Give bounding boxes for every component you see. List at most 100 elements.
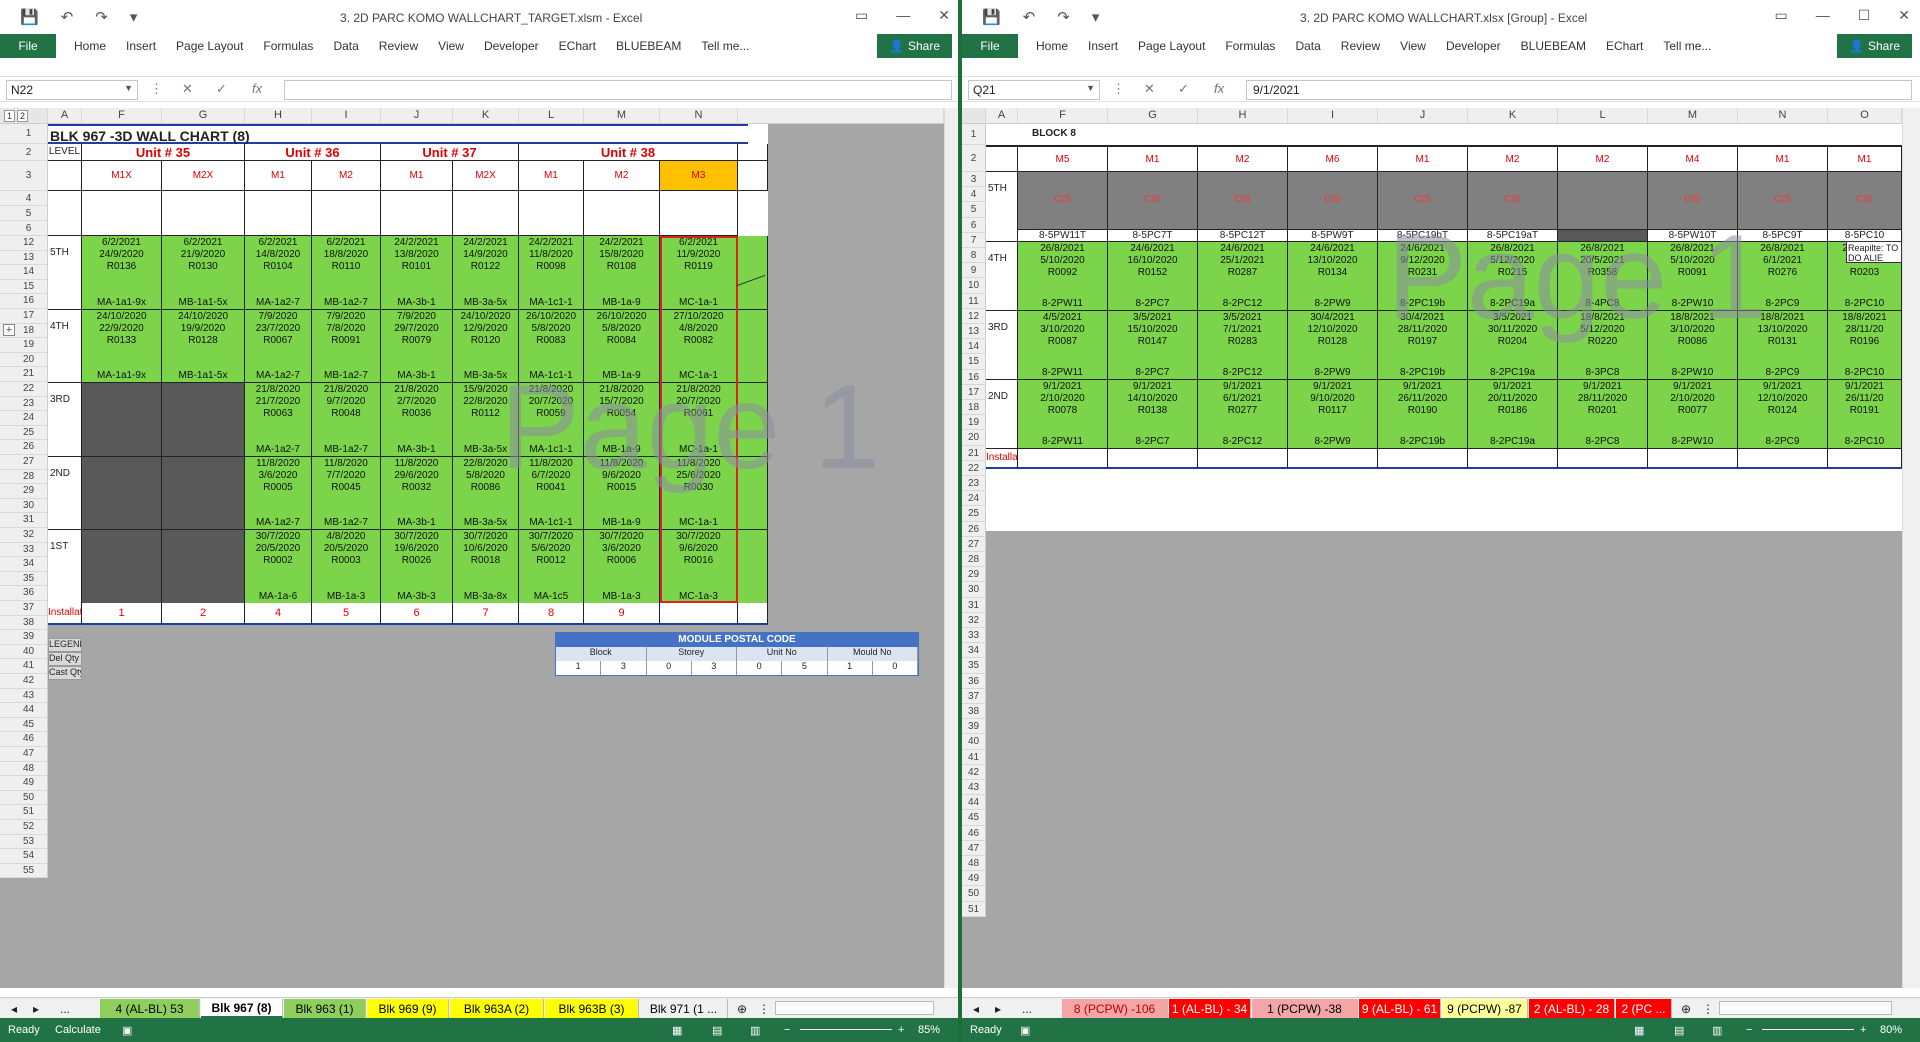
row-header-20[interactable]: 20 bbox=[962, 430, 986, 446]
sheet-tab[interactable]: 1 (AL-BL) - 34 bbox=[1169, 999, 1251, 1018]
column-header-M[interactable]: M bbox=[1648, 108, 1738, 124]
column-header-L[interactable]: L bbox=[1558, 108, 1648, 124]
ribbon-tab-home[interactable]: Home bbox=[1036, 39, 1069, 53]
sheet-tab[interactable]: 9 (AL-BL) - 61 bbox=[1359, 999, 1441, 1018]
row-header-50[interactable]: 50 bbox=[0, 790, 48, 806]
row-header-44[interactable]: 44 bbox=[0, 703, 48, 718]
minimize-icon[interactable]: — bbox=[1815, 7, 1830, 23]
row-header-41[interactable]: 41 bbox=[962, 749, 986, 765]
row-header-22[interactable]: 22 bbox=[962, 460, 986, 476]
sheet-tab[interactable]: 9 (PCPW) -87 bbox=[1442, 999, 1528, 1018]
row-header-7[interactable]: 7 bbox=[962, 232, 986, 248]
new-sheet-icon[interactable]: ⊕ bbox=[736, 1001, 748, 1016]
row-header-15[interactable]: 15 bbox=[962, 354, 986, 370]
row-header-3[interactable]: 3 bbox=[962, 172, 986, 188]
row-header-5[interactable]: 5 bbox=[962, 202, 986, 218]
row-header-21[interactable]: 21 bbox=[962, 445, 986, 461]
ribbon-tab-file[interactable]: File bbox=[0, 34, 56, 58]
row-header-30[interactable]: 30 bbox=[962, 582, 986, 598]
insert-function-icon[interactable]: fx bbox=[252, 81, 263, 96]
scroll-tabs-right-icon[interactable]: ▸ bbox=[994, 1001, 1002, 1016]
column-header-A[interactable]: A bbox=[986, 108, 1018, 124]
row-header-39[interactable]: 39 bbox=[962, 719, 986, 735]
row-header-34[interactable]: 34 bbox=[0, 557, 48, 572]
normal-view-icon[interactable]: ▦ bbox=[1634, 1025, 1645, 1037]
scroll-tabs-left-icon[interactable]: ◂ bbox=[10, 1001, 18, 1016]
row-header-40[interactable]: 40 bbox=[0, 644, 48, 660]
column-header-H[interactable]: H bbox=[1198, 108, 1288, 124]
sheet-tab[interactable]: Blk 963A (2) bbox=[450, 999, 544, 1018]
row-header-54[interactable]: 54 bbox=[0, 849, 48, 864]
row-header-33[interactable]: 33 bbox=[962, 628, 986, 644]
row-header-45[interactable]: 45 bbox=[962, 810, 986, 826]
ribbon-tab-view[interactable]: View bbox=[1400, 39, 1426, 53]
row-header-16[interactable]: 16 bbox=[0, 294, 48, 309]
row-header-25[interactable]: 25 bbox=[962, 506, 986, 522]
chevron-down-icon[interactable]: ▼ bbox=[1086, 83, 1095, 93]
row-header-17[interactable]: 17 bbox=[0, 309, 48, 324]
row-header-33[interactable]: 33 bbox=[0, 542, 48, 558]
row-header-1[interactable]: 1 bbox=[962, 124, 986, 145]
row-header-48[interactable]: 48 bbox=[962, 856, 986, 872]
row-header-29[interactable]: 29 bbox=[0, 484, 48, 499]
share-button[interactable]: 👤Share bbox=[1837, 34, 1912, 58]
row-header-25[interactable]: 25 bbox=[0, 425, 48, 441]
zoom-slider[interactable] bbox=[1762, 1029, 1854, 1030]
ribbon-tab-tell-me-[interactable]: Tell me... bbox=[701, 39, 750, 53]
row-header-28[interactable]: 28 bbox=[962, 552, 986, 568]
maximize-icon[interactable]: ☐ bbox=[1857, 7, 1871, 23]
cis-cell[interactable]: CIS bbox=[1468, 172, 1558, 230]
row-header-41[interactable]: 41 bbox=[0, 659, 48, 674]
row-header-35[interactable]: 35 bbox=[962, 658, 986, 674]
row-header-26[interactable]: 26 bbox=[0, 440, 48, 455]
row-header-2[interactable]: 2 bbox=[0, 144, 48, 161]
sheet-tab[interactable]: 8 (PCPW) -106 bbox=[1062, 999, 1168, 1018]
horizontal-scrollbar[interactable] bbox=[1719, 1001, 1892, 1015]
column-header-M[interactable]: M bbox=[584, 108, 660, 124]
column-header-L[interactable]: L bbox=[519, 108, 584, 124]
column-header-K[interactable]: K bbox=[1468, 108, 1558, 124]
undo-icon[interactable]: ↶ bbox=[1022, 9, 1036, 26]
ribbon-tab-developer[interactable]: Developer bbox=[483, 39, 539, 53]
row-header-43[interactable]: 43 bbox=[0, 688, 48, 704]
right-vertical-scrollbar[interactable] bbox=[1902, 108, 1920, 988]
column-header-J[interactable]: J bbox=[1378, 108, 1468, 124]
ribbon-tab-page-layout[interactable]: Page Layout bbox=[1138, 39, 1206, 53]
left-formula-input[interactable] bbox=[284, 80, 952, 100]
zoom-in-icon[interactable]: + bbox=[898, 1024, 905, 1036]
row-header-50[interactable]: 50 bbox=[962, 886, 986, 902]
row-header-8[interactable]: 8 bbox=[962, 248, 986, 264]
row-header-3[interactable]: 3 bbox=[0, 161, 48, 191]
ribbon-tab-tell-me-[interactable]: Tell me... bbox=[1663, 39, 1712, 53]
row-header-11[interactable]: 11 bbox=[962, 293, 986, 309]
cis-cell[interactable]: CIS bbox=[1828, 172, 1902, 230]
row-header-42[interactable]: 42 bbox=[0, 674, 48, 689]
ribbon-tab-file[interactable]: File bbox=[962, 34, 1018, 58]
row-header-36[interactable]: 36 bbox=[0, 586, 48, 601]
row-header-16[interactable]: 16 bbox=[962, 369, 986, 385]
row-header-6[interactable]: 6 bbox=[962, 217, 986, 233]
row-header-42[interactable]: 42 bbox=[962, 764, 986, 780]
zoom-slider[interactable] bbox=[800, 1029, 892, 1030]
tab-split-icon[interactable]: ⋮ bbox=[759, 1001, 769, 1016]
